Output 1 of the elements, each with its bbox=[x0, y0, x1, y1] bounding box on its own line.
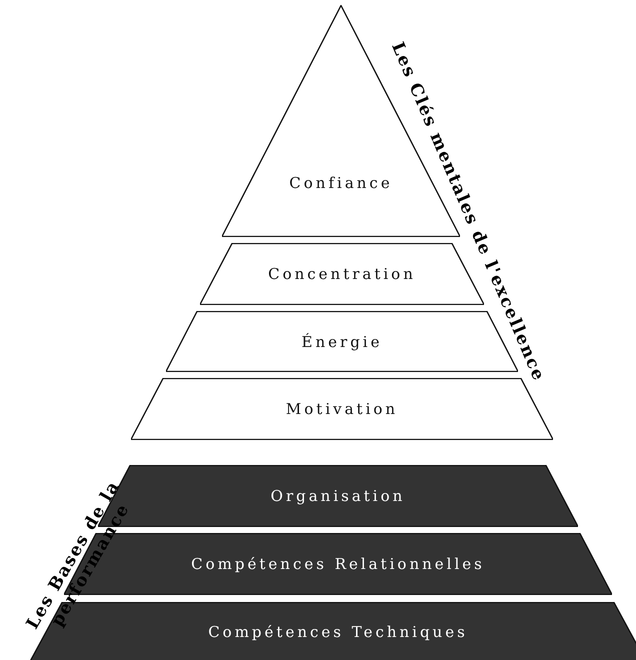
pyramid-tier: Motivation bbox=[131, 378, 553, 440]
